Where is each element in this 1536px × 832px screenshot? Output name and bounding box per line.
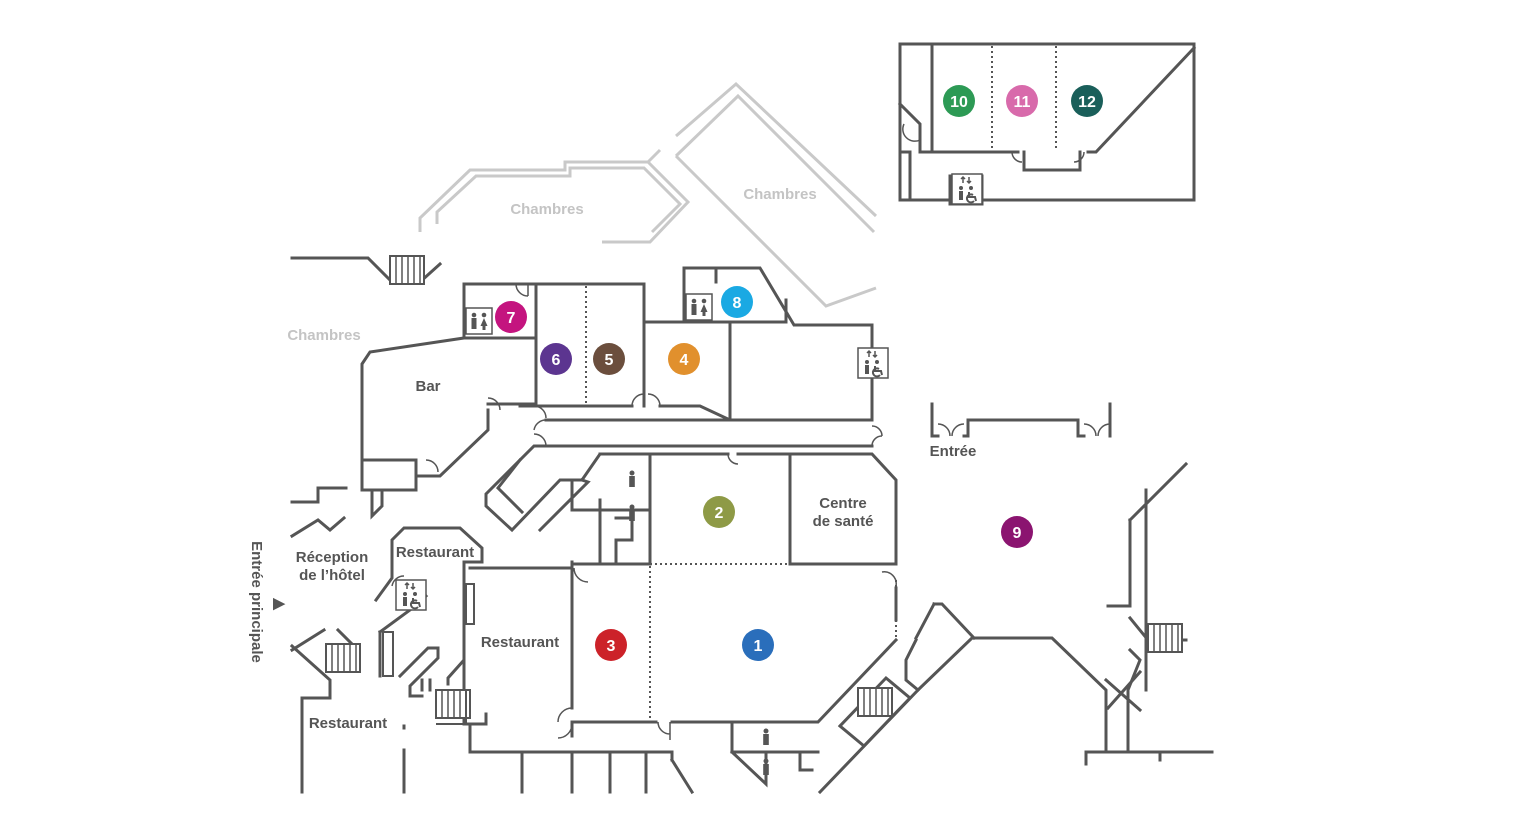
stairs-north (389, 255, 425, 285)
room-marker-5-circle (593, 343, 625, 375)
room-marker-5-label: 5 (605, 352, 614, 369)
room-marker-2[interactable]: 2 (703, 496, 735, 528)
label-reception-line1: Réception (296, 549, 369, 566)
restroom-men-icon (629, 470, 635, 487)
room-marker-8-circle (721, 286, 753, 318)
room-marker-12-circle (1071, 85, 1103, 117)
room-marker-6[interactable]: 6 (540, 343, 572, 375)
room-marker-10-circle (943, 85, 975, 117)
room-marker-8-label: 8 (733, 295, 742, 312)
rooms-wing-outline (418, 81, 878, 308)
label-restaurant-central: Restaurant (481, 634, 559, 651)
room-marker-1-label: 1 (754, 638, 763, 655)
door-arcs (391, 123, 1111, 740)
room-marker-4-label: 4 (680, 352, 689, 369)
room-marker-7[interactable]: 7 (495, 301, 527, 333)
stairs-east (1147, 623, 1183, 653)
room-marker-11-label: 11 (1014, 94, 1031, 111)
room-marker-11-circle (1006, 85, 1038, 117)
label-bar: Bar (415, 378, 440, 395)
label-chambres-north: Chambres (743, 186, 816, 203)
room-marker-12[interactable]: 12 (1071, 85, 1103, 117)
restroom-icon-south-1 (763, 728, 769, 745)
room-marker-7-label: 7 (507, 310, 516, 327)
room-marker-9-circle (1001, 516, 1033, 548)
room-marker-10-label: 10 (950, 94, 968, 111)
room-marker-3-circle (595, 629, 627, 661)
label-chambres-west: Chambres (510, 201, 583, 218)
room-marker-12-label: 12 (1078, 94, 1096, 111)
room-marker-9[interactable]: 9 (1001, 516, 1033, 548)
room-marker-8[interactable]: 8 (721, 286, 753, 318)
room-marker-2-label: 2 (715, 505, 724, 522)
room-marker-11[interactable]: 11 (1006, 85, 1038, 117)
stairs-southeast (857, 687, 893, 717)
label-restaurant-south: Restaurant (309, 715, 387, 732)
room-marker-9-label: 9 (1013, 525, 1022, 542)
accessible-elevator-icon-annex (951, 173, 983, 205)
label-chambres-left: Chambres (287, 327, 360, 344)
label-centre-sante-line2: de santé (813, 513, 874, 530)
label-entree: Entrée (930, 443, 977, 460)
room-marker-7-circle (495, 301, 527, 333)
room-marker-1-circle (742, 629, 774, 661)
restroom-icon-south-2 (763, 758, 769, 775)
room-markers: 1 2 3 4 5 6 7 8 9 10 11 12 (495, 85, 1103, 661)
accessible-elevator-icon-reception (395, 579, 427, 611)
room-marker-3-label: 3 (607, 638, 616, 655)
room-marker-10[interactable]: 10 (943, 85, 975, 117)
room-marker-6-circle (540, 343, 572, 375)
room-marker-1[interactable]: 1 (742, 629, 774, 661)
label-reception-line2: de l’hôtel (299, 567, 365, 584)
room-marker-5[interactable]: 5 (593, 343, 625, 375)
room-marker-6-label: 6 (552, 352, 561, 369)
room-marker-2-circle (703, 496, 735, 528)
entrance-arrow: ▶ (272, 595, 286, 612)
label-entree-principale: Entrée principale (248, 541, 265, 663)
room-marker-4-circle (668, 343, 700, 375)
stairs-entrance (325, 643, 361, 673)
stairs-restaurant (435, 689, 471, 719)
label-restaurant-north: Restaurant (396, 544, 474, 561)
label-centre-sante-line1: Centre (819, 495, 867, 512)
restroom-women-icon (629, 504, 635, 521)
restroom-icon-room8 (685, 293, 713, 321)
room-marker-3[interactable]: 3 (595, 629, 627, 661)
room-marker-4[interactable]: 4 (668, 343, 700, 375)
restroom-icon-room7 (465, 307, 493, 335)
accessible-elevator-icon (857, 347, 889, 379)
